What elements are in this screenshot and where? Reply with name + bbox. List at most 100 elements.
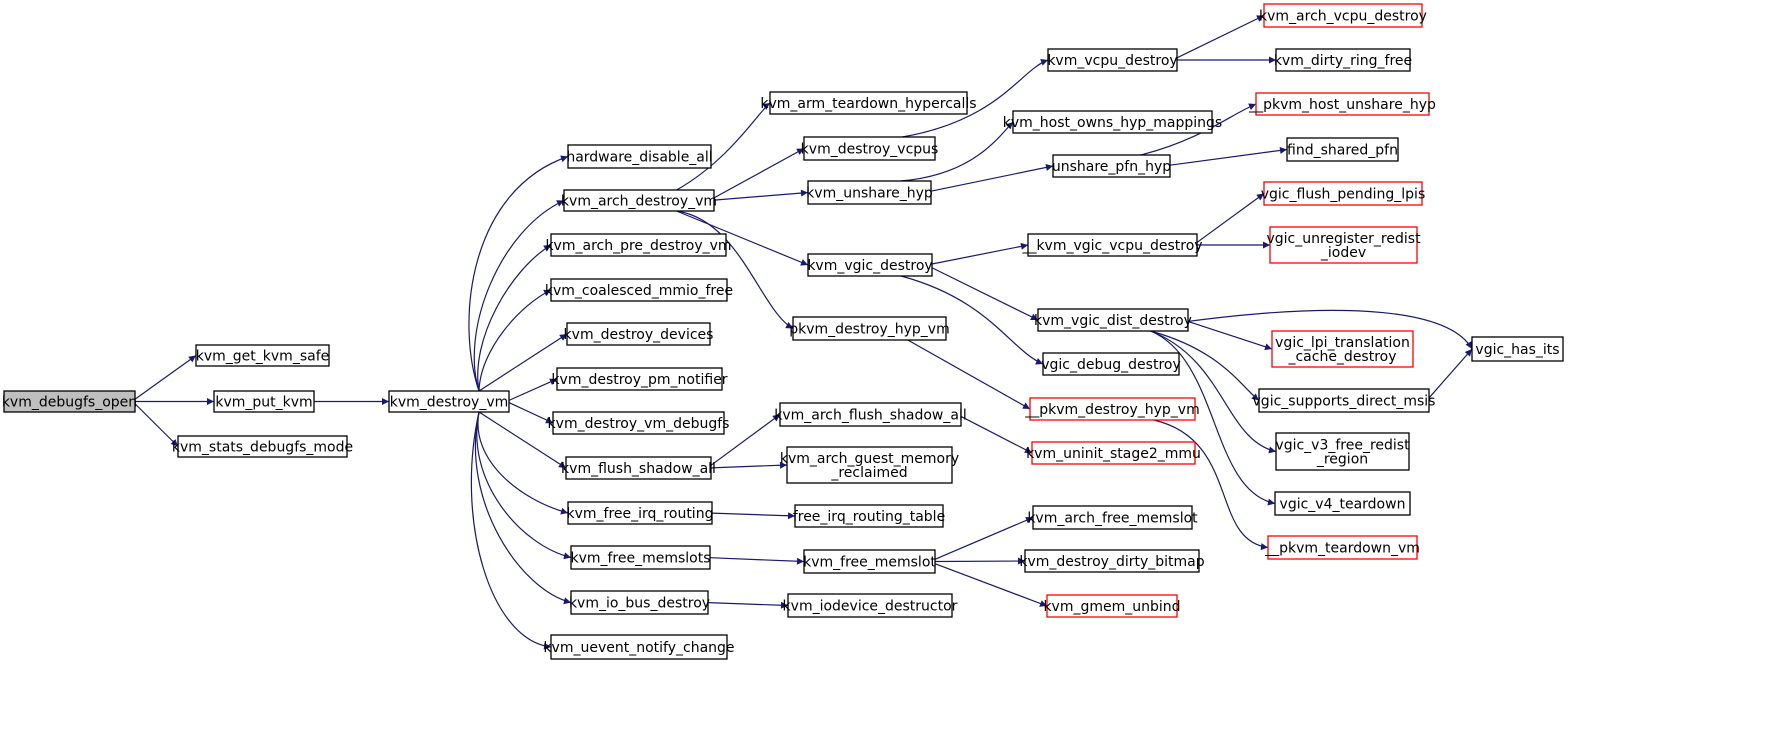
node-vgic_v4_teardown[interactable]: vgic_v4_teardown <box>1274 491 1411 516</box>
edge-kvm_debugfs_open-to-kvm_get_kvm_safe <box>134 355 197 400</box>
node-label: kvm_destroy_pm_notifier <box>551 372 727 388</box>
edge-kvm_destroy_vcpus-to-kvm_vcpu_destroy <box>902 59 1049 138</box>
node-find_shared_pfn[interactable]: find_shared_pfn <box>1286 137 1399 162</box>
node-label: _reclaimed <box>830 465 907 481</box>
node-vgic_debug_destroy[interactable]: vgic_debug_destroy <box>1041 352 1181 376</box>
node-__pkvm_destroy_hyp_vm[interactable]: __pkvm_destroy_hyp_vm <box>1024 397 1200 421</box>
node-kvm_vgic_destroy[interactable]: kvm_vgic_destroy <box>807 253 933 277</box>
node-box <box>1052 154 1171 178</box>
edge-kvm_destroy_vm-to-kvm_io_bus_destroy <box>474 411 572 605</box>
node-kvm_arch_guest_memory_reclaimed[interactable]: kvm_arch_guest_memory_reclaimed <box>780 446 959 484</box>
node-label: kvm_gmem_unbind <box>1043 599 1180 615</box>
node-__kvm_vgic_vcpu_destroy[interactable]: __kvm_vgic_vcpu_destroy <box>1021 233 1203 257</box>
node-kvm_gmem_unbind[interactable]: kvm_gmem_unbind <box>1043 594 1181 618</box>
node-box <box>570 545 711 570</box>
node-kvm_stats_debugfs_mode[interactable]: kvm_stats_debugfs_mode <box>172 435 353 458</box>
node-kvm_debugfs_open[interactable]: kvm_debugfs_open <box>2 390 137 413</box>
node-label: kvm_destroy_vm <box>390 395 509 411</box>
node-kvm_arch_free_memslot[interactable]: kvm_arch_free_memslot <box>1027 505 1198 530</box>
node-label: kvm_put_kvm <box>215 395 312 411</box>
node-kvm_flush_shadow_all[interactable]: kvm_flush_shadow_all <box>561 456 716 480</box>
node-kvm_io_bus_destroy[interactable]: kvm_io_bus_destroy <box>569 590 710 615</box>
node-box <box>1012 110 1213 134</box>
node-kvm_destroy_pm_notifier[interactable]: kvm_destroy_pm_notifier <box>551 367 728 391</box>
node-label: hardware_disable_all <box>566 150 712 166</box>
node-kvm_iodevice_destructor[interactable]: kvm_iodevice_destructor <box>783 593 958 618</box>
node-__pkvm_host_unshare_hyp[interactable]: __pkvm_host_unshare_hyp <box>1248 92 1436 116</box>
node-label: __pkvm_host_unshare_hyp <box>1248 97 1436 113</box>
node-box <box>807 253 933 277</box>
node-pkvm_destroy_hyp_vm[interactable]: pkvm_destroy_hyp_vm <box>789 316 950 341</box>
node-kvm_put_kvm[interactable]: kvm_put_kvm <box>213 390 315 413</box>
node-free_irq_routing_table[interactable]: free_irq_routing_table <box>793 504 945 528</box>
node-kvm_uevent_notify_change[interactable]: kvm_uevent_notify_change <box>543 634 735 660</box>
node-box <box>3 390 136 413</box>
node-label: kvm_coalesced_mmio_free <box>545 283 733 299</box>
node-kvm_destroy_vcpus[interactable]: kvm_destroy_vcpus <box>801 136 939 161</box>
node-kvm_free_memslot[interactable]: kvm_free_memslot <box>803 549 936 574</box>
node-box <box>1471 336 1564 362</box>
node-kvm_arm_teardown_hypercalls[interactable]: kvm_arm_teardown_hypercalls <box>760 91 977 115</box>
node-__pkvm_teardown_vm[interactable]: __pkvm_teardown_vm <box>1264 535 1420 560</box>
node-label: pkvm_destroy_hyp_vm <box>789 322 949 338</box>
node-kvm_arch_flush_shadow_all[interactable]: kvm_arch_flush_shadow_all <box>774 402 967 427</box>
node-label: vgic_flush_pending_lpis <box>1261 187 1426 203</box>
node-kvm_coalesced_mmio_free[interactable]: kvm_coalesced_mmio_free <box>545 278 733 302</box>
node-label: kvm_iodevice_destructor <box>783 599 958 615</box>
node-kvm_free_irq_routing[interactable]: kvm_free_irq_routing <box>567 501 714 525</box>
node-box <box>779 402 962 427</box>
node-box <box>1031 441 1196 465</box>
node-kvm_dirty_ring_free[interactable]: kvm_dirty_ring_free <box>1274 48 1412 72</box>
node-kvm_destroy_vm_debugfs[interactable]: kvm_destroy_vm_debugfs <box>548 411 730 435</box>
node-kvm_arch_destroy_vm[interactable]: kvm_arch_destroy_vm <box>561 189 717 212</box>
node-label: vgic_lpi_translation <box>1275 335 1410 351</box>
node-kvm_unshare_hyp[interactable]: kvm_unshare_hyp <box>806 180 933 205</box>
node-label: kvm_free_memslots <box>570 551 710 567</box>
node-box <box>567 144 712 169</box>
node-vgic_has_its[interactable]: vgic_has_its <box>1471 336 1564 362</box>
node-kvm_destroy_devices[interactable]: kvm_destroy_devices <box>564 322 714 346</box>
node-box <box>1263 3 1423 28</box>
node-kvm_uninit_stage2_mmu[interactable]: kvm_uninit_stage2_mmu <box>1026 441 1201 465</box>
node-label: kvm_arch_free_memslot <box>1027 511 1198 527</box>
node-kvm_free_memslots[interactable]: kvm_free_memslots <box>570 545 711 570</box>
edge-kvm_vgic_dist_destroy-to-vgic_v3_free_redist_region <box>1150 330 1277 454</box>
edge-kvm_destroy_vm-to-kvm_coalesced_mmio_free <box>478 289 552 392</box>
edge-kvm_vgic_dist_destroy-to-vgic_supports_direct_msis <box>1150 330 1260 401</box>
node-label: kvm_free_memslot <box>803 555 936 571</box>
node-label: kvm_debugfs_open <box>2 395 137 411</box>
node-kvm_host_owns_hyp_mappings[interactable]: kvm_host_owns_hyp_mappings <box>1003 110 1222 134</box>
node-hardware_disable_all[interactable]: hardware_disable_all <box>566 144 713 169</box>
node-label: vgic_v4_teardown <box>1280 497 1406 513</box>
edge-unshare_pfn_hyp-to-find_shared_pfn <box>1169 146 1288 166</box>
node-box <box>1047 48 1178 72</box>
node-label: __kvm_vgic_vcpu_destroy <box>1021 238 1202 254</box>
node-vgic_flush_pending_lpis[interactable]: vgic_flush_pending_lpis <box>1261 181 1426 206</box>
node-label: kvm_unshare_hyp <box>806 186 933 202</box>
node-label: __pkvm_destroy_hyp_vm <box>1024 402 1199 418</box>
node-box <box>769 91 968 115</box>
node-vgic_lpi_translation_cache_destroy[interactable]: vgic_lpi_translation_cache_destroy <box>1271 330 1414 368</box>
node-kvm_arch_vcpu_destroy[interactable]: kvm_arch_vcpu_destroy <box>1259 3 1427 28</box>
edge-kvm_flush_shadow_all-to-kvm_arch_guest_memory_reclaimed <box>710 461 788 469</box>
node-vgic_unregister_redist_iodev[interactable]: vgic_unregister_redist_iodev <box>1266 226 1421 264</box>
node-kvm_arch_pre_destroy_vm[interactable]: kvm_arch_pre_destroy_vm <box>545 233 732 257</box>
edge-kvm_vgic_dist_destroy-to-vgic_v4_teardown <box>1150 330 1276 506</box>
node-kvm_vcpu_destroy[interactable]: kvm_vcpu_destroy <box>1047 48 1178 72</box>
node-vgic_v3_free_redist_region[interactable]: vgic_v3_free_redist_region <box>1275 432 1410 471</box>
node-kvm_destroy_dirty_bitmap[interactable]: kvm_destroy_dirty_bitmap <box>1019 549 1205 573</box>
node-kvm_destroy_vm[interactable]: kvm_destroy_vm <box>388 390 510 413</box>
edge-kvm_vgic_dist_destroy-to-vgic_has_its <box>1187 309 1473 350</box>
node-vgic_supports_direct_msis[interactable]: vgic_supports_direct_msis <box>1253 388 1436 413</box>
node-box <box>787 593 953 618</box>
node-unshare_pfn_hyp[interactable]: unshare_pfn_hyp <box>1052 154 1171 178</box>
node-box <box>1024 549 1200 573</box>
node-box <box>803 136 936 161</box>
edge-kvm_vgic_destroy-to-vgic_debug_destroy <box>900 275 1044 365</box>
node-box <box>1267 535 1418 560</box>
node-kvm_get_kvm_safe[interactable]: kvm_get_kvm_safe <box>195 344 330 367</box>
node-label: vgic_v3_free_redist <box>1275 438 1410 454</box>
node-label: kvm_host_owns_hyp_mappings <box>1003 115 1222 131</box>
node-box <box>1032 505 1193 530</box>
node-kvm_vgic_dist_destroy[interactable]: kvm_vgic_dist_destroy <box>1034 308 1192 332</box>
